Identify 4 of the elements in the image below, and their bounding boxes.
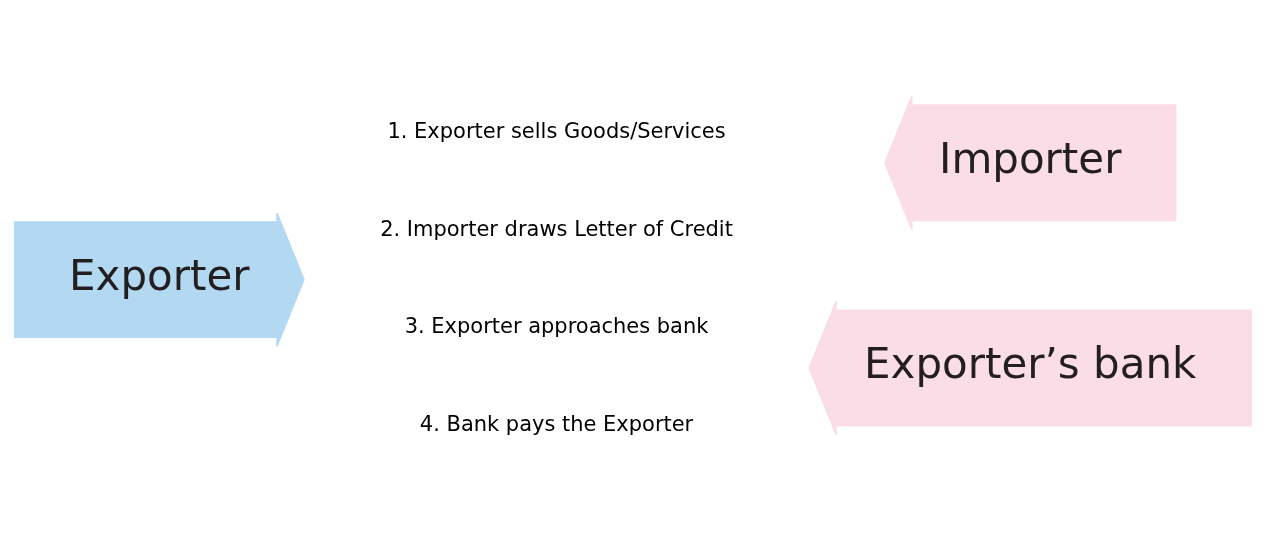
label: 2. Importer draws Letter of Credit — [380, 216, 733, 241]
label: 1. Exporter sells Goods/Services — [387, 119, 726, 144]
label: 4. Bank pays the Exporter — [419, 411, 694, 436]
label: 3. Exporter approaches bank — [404, 314, 709, 339]
